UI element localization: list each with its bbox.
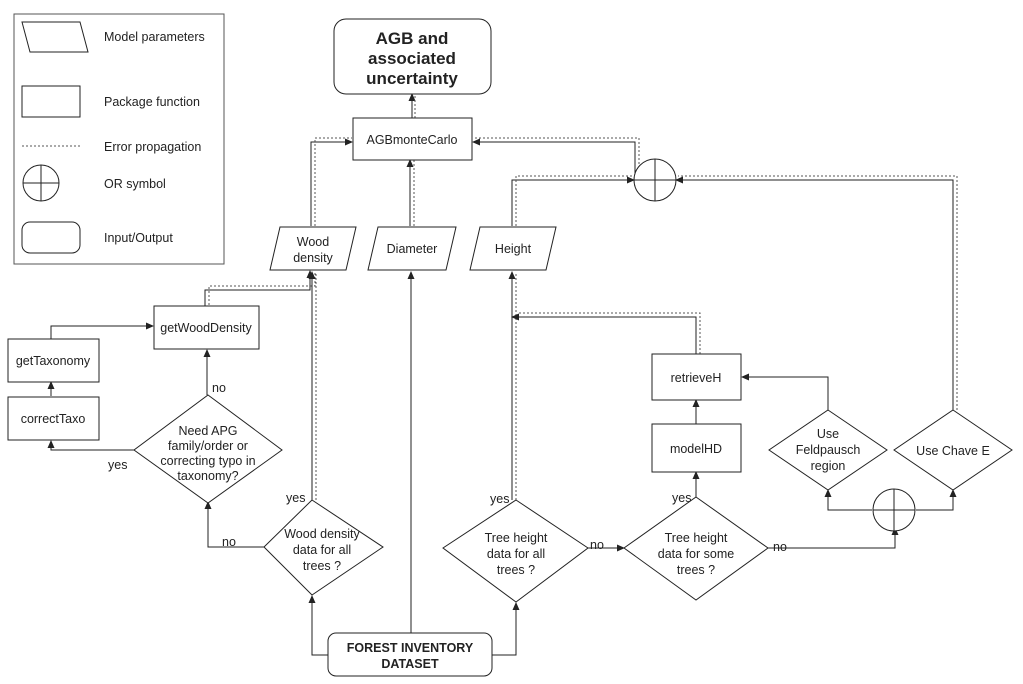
wood-density-all-line-2: data for all	[293, 543, 351, 557]
height-all-yes-label: yes	[490, 492, 509, 506]
legend-rectangle-icon	[21, 85, 81, 118]
height-param: Height	[469, 226, 557, 271]
wood-density-param: Wood density	[269, 226, 357, 271]
or-symbol-bottom	[872, 488, 916, 532]
need-apg-decision: Need APG family/order or correcting typo…	[133, 394, 283, 504]
use-chave-label: Use Chave E	[916, 444, 990, 458]
legend-parallelogram-icon	[21, 21, 89, 53]
agb-output-line-1: AGB and	[376, 29, 449, 48]
legend-rounded-rect-icon	[21, 221, 81, 254]
forest-inventory-line-1: FOREST INVENTORY	[347, 641, 474, 655]
get-taxonomy-node: getTaxonomy	[7, 338, 100, 383]
agb-output-node: AGB and associated uncertainty	[333, 18, 492, 95]
tree-height-all-line-1: Tree height	[485, 531, 548, 545]
need-apg-line-3: correcting typo in	[160, 454, 255, 468]
tree-height-some-line-2: data for some	[658, 547, 734, 561]
wood-density-yes-label: yes	[286, 491, 305, 505]
agb-monte-carlo-label: AGBmonteCarlo	[366, 133, 457, 147]
edge-labels: no yes no yes yes no yes no	[108, 381, 787, 554]
agb-monte-carlo-node: AGBmonteCarlo	[352, 117, 473, 161]
tree-height-some-line-1: Tree height	[665, 531, 728, 545]
legend-error-propagation: Error propagation	[104, 140, 201, 154]
forest-inventory-node: FOREST INVENTORY DATASET	[327, 632, 493, 677]
need-apg-yes-label: yes	[108, 458, 127, 472]
diameter-param: Diameter	[367, 226, 457, 271]
height-some-no-label: no	[773, 540, 787, 554]
wood-density-all-line-1: Wood density	[284, 527, 360, 541]
legend-package-function: Package function	[104, 95, 200, 109]
agb-output-line-2: associated	[368, 49, 456, 68]
use-feldpausch-line-2: Feldpausch	[796, 443, 861, 457]
legend: Model parameters Package function Error …	[13, 13, 225, 265]
use-feldpausch-line-3: region	[811, 459, 846, 473]
wood-density-line-1: Wood	[297, 235, 329, 249]
need-apg-line-2: family/order or	[168, 439, 248, 453]
tree-height-some-line-3: trees ?	[677, 563, 715, 577]
need-apg-no-label: no	[212, 381, 226, 395]
height-label: Height	[495, 242, 532, 256]
model-hd-label: modelHD	[670, 442, 722, 456]
need-apg-line-1: Need APG	[178, 424, 237, 438]
legend-input-output: Input/Output	[104, 231, 173, 245]
height-all-no-label: no	[590, 538, 604, 552]
retrieve-h-node: retrieveH	[651, 353, 742, 401]
retrieve-h-label: retrieveH	[671, 371, 722, 385]
wood-density-line-2: density	[293, 251, 333, 265]
tree-height-some-decision: Tree height data for some trees ?	[623, 496, 769, 601]
wood-density-no-label: no	[222, 535, 236, 549]
legend-model-parameters: Model parameters	[104, 30, 205, 44]
diameter-label: Diameter	[387, 242, 438, 256]
forest-inventory-line-2: DATASET	[381, 657, 439, 671]
tree-height-all-line-3: trees ?	[497, 563, 535, 577]
correct-taxo-node: correctTaxo	[7, 396, 100, 441]
tree-height-all-decision: Tree height data for all trees ?	[442, 499, 589, 603]
legend-or-symbol-icon	[22, 164, 60, 202]
or-symbol-top	[633, 158, 677, 202]
use-chave-decision: Use Chave E	[893, 409, 1013, 491]
correct-taxo-label: correctTaxo	[21, 412, 86, 426]
get-taxonomy-label: getTaxonomy	[16, 354, 91, 368]
need-apg-line-4: taxonomy?	[177, 469, 238, 483]
wood-density-all-line-3: trees ?	[303, 559, 341, 573]
get-wood-density-label: getWoodDensity	[160, 321, 252, 335]
legend-or-symbol: OR symbol	[104, 177, 166, 191]
wood-density-all-decision: Wood density data for all trees ?	[263, 499, 384, 596]
height-some-yes-label: yes	[672, 491, 691, 505]
use-feldpausch-decision: Use Feldpausch region	[768, 409, 888, 491]
tree-height-all-line-2: data for all	[487, 547, 545, 561]
get-wood-density-node: getWoodDensity	[153, 305, 260, 350]
model-hd-node: modelHD	[651, 423, 742, 473]
use-feldpausch-line-1: Use	[817, 427, 839, 441]
connectors	[47, 93, 958, 656]
agb-output-line-3: uncertainty	[366, 69, 458, 88]
